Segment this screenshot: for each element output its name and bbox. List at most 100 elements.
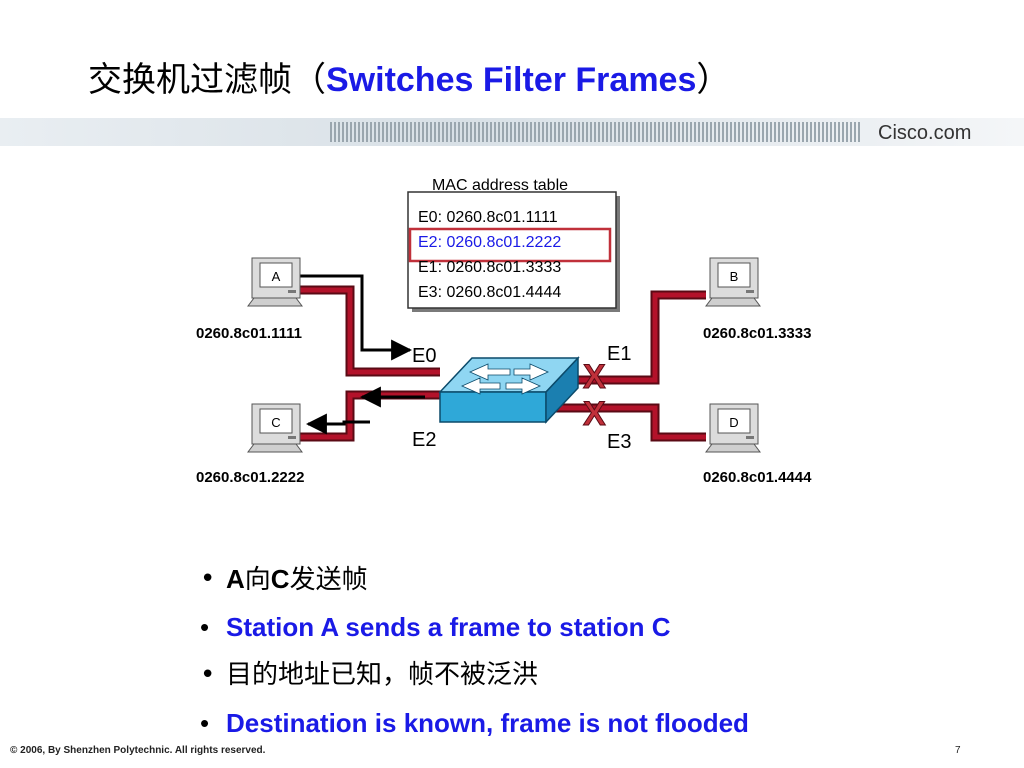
banner-stripe (518, 122, 520, 142)
banner-stripe (606, 122, 608, 142)
mac-table-row: E1: 0260.8c01.3333 (418, 259, 561, 276)
banner-stripe (686, 122, 688, 142)
station-b-label: B (730, 269, 739, 284)
banner-stripe (366, 122, 368, 142)
banner-stripe (718, 122, 720, 142)
port-e3-label: E3 (607, 431, 631, 453)
port-e0-label: E0 (412, 345, 436, 367)
station-a-part (288, 290, 296, 293)
banner-stripe (414, 122, 416, 142)
link-d-e3 (555, 403, 706, 442)
banner-stripe (682, 122, 684, 142)
banner-stripe (350, 122, 352, 142)
banner-stripe (442, 122, 444, 142)
banner-stripe (514, 122, 516, 142)
station-d-part (746, 436, 754, 439)
banner-stripe (426, 122, 428, 142)
station-c-mac: 0260.8c01.2222 (196, 469, 304, 486)
banner-stripe (586, 122, 588, 142)
banner-stripes (330, 122, 860, 142)
banner-stripe (798, 122, 800, 142)
banner-stripe (346, 122, 348, 142)
station-a-mac: 0260.8c01.1111 (196, 325, 302, 342)
banner-stripe (578, 122, 580, 142)
banner-stripe (790, 122, 792, 142)
banner-stripe (806, 122, 808, 142)
banner-stripe (398, 122, 400, 142)
banner-stripe (762, 122, 764, 142)
bullet-list: A向C发送帧 Station A sends a frame to statio… (200, 558, 749, 750)
banner-stripe (834, 122, 836, 142)
banner-stripe (742, 122, 744, 142)
banner-stripe (598, 122, 600, 142)
banner-stripe (778, 122, 780, 142)
banner-stripe (842, 122, 844, 142)
banner-stripe (458, 122, 460, 142)
banner-stripe (626, 122, 628, 142)
banner-stripe (826, 122, 828, 142)
banner-stripe (734, 122, 736, 142)
banner-stripe (410, 122, 412, 142)
mac-table-highlight-box (408, 227, 612, 263)
banner-stripe (558, 122, 560, 142)
banner-stripe (354, 122, 356, 142)
banner-stripe (642, 122, 644, 142)
banner-stripe (722, 122, 724, 142)
station-d-part (705, 443, 761, 453)
mac-table-row: E0: 0260.8c01.1111 (418, 209, 558, 226)
link-a-e0 (300, 285, 440, 377)
banner-stripe (726, 122, 728, 142)
banner-stripe (394, 122, 396, 142)
banner-stripe (402, 122, 404, 142)
banner-stripe (542, 122, 544, 142)
bullet-1-b: 向 (244, 565, 271, 595)
banner-stripe (522, 122, 524, 142)
banner-stripe (382, 122, 384, 142)
banner-stripe (766, 122, 768, 142)
station-d-icon: D (705, 403, 761, 453)
banner-stripe (454, 122, 456, 142)
banner-stripe (610, 122, 612, 142)
banner-stripe (438, 122, 440, 142)
banner-stripe (794, 122, 796, 142)
banner-stripe (482, 122, 484, 142)
banner-stripe (714, 122, 716, 142)
link-b-e1 (578, 290, 706, 385)
banner-stripe (802, 122, 804, 142)
banner-stripe (378, 122, 380, 142)
banner-stripe (810, 122, 812, 142)
station-c-icon: C (247, 403, 303, 453)
station-c-label: C (271, 415, 280, 430)
banner-stripe (502, 122, 504, 142)
banner-stripe (526, 122, 528, 142)
banner-stripe (838, 122, 840, 142)
links (300, 285, 706, 442)
banner-stripe (654, 122, 656, 142)
footer-copyright: © 2006, By Shenzhen Polytechnic. All rig… (10, 745, 266, 756)
banner-stripe (822, 122, 824, 142)
banner-stripe (494, 122, 496, 142)
banner-stripe (474, 122, 476, 142)
banner-stripe (754, 122, 756, 142)
banner-stripe (506, 122, 508, 142)
egress-arrow-lower (305, 413, 370, 435)
bullet-3: 目的地址已知，帧不被泛洪 (200, 654, 749, 702)
banner-stripe (570, 122, 572, 142)
banner-stripe (470, 122, 472, 142)
mac-table-label: MAC address table (432, 177, 568, 194)
station-a-part (247, 297, 303, 307)
banner-stripe (594, 122, 596, 142)
banner-stripe (774, 122, 776, 142)
banner-stripe (562, 122, 564, 142)
station-b-part (717, 262, 751, 288)
banner-stripe (782, 122, 784, 142)
banner-stripe (738, 122, 740, 142)
banner-stripe (622, 122, 624, 142)
banner-stripe (478, 122, 480, 142)
banner-stripe (850, 122, 852, 142)
mac-address-table: MAC address table E0: 0260.8c01.1111E2: … (407, 177, 620, 312)
banner-stripe (830, 122, 832, 142)
banner-stripe (462, 122, 464, 142)
banner-stripe (746, 122, 748, 142)
